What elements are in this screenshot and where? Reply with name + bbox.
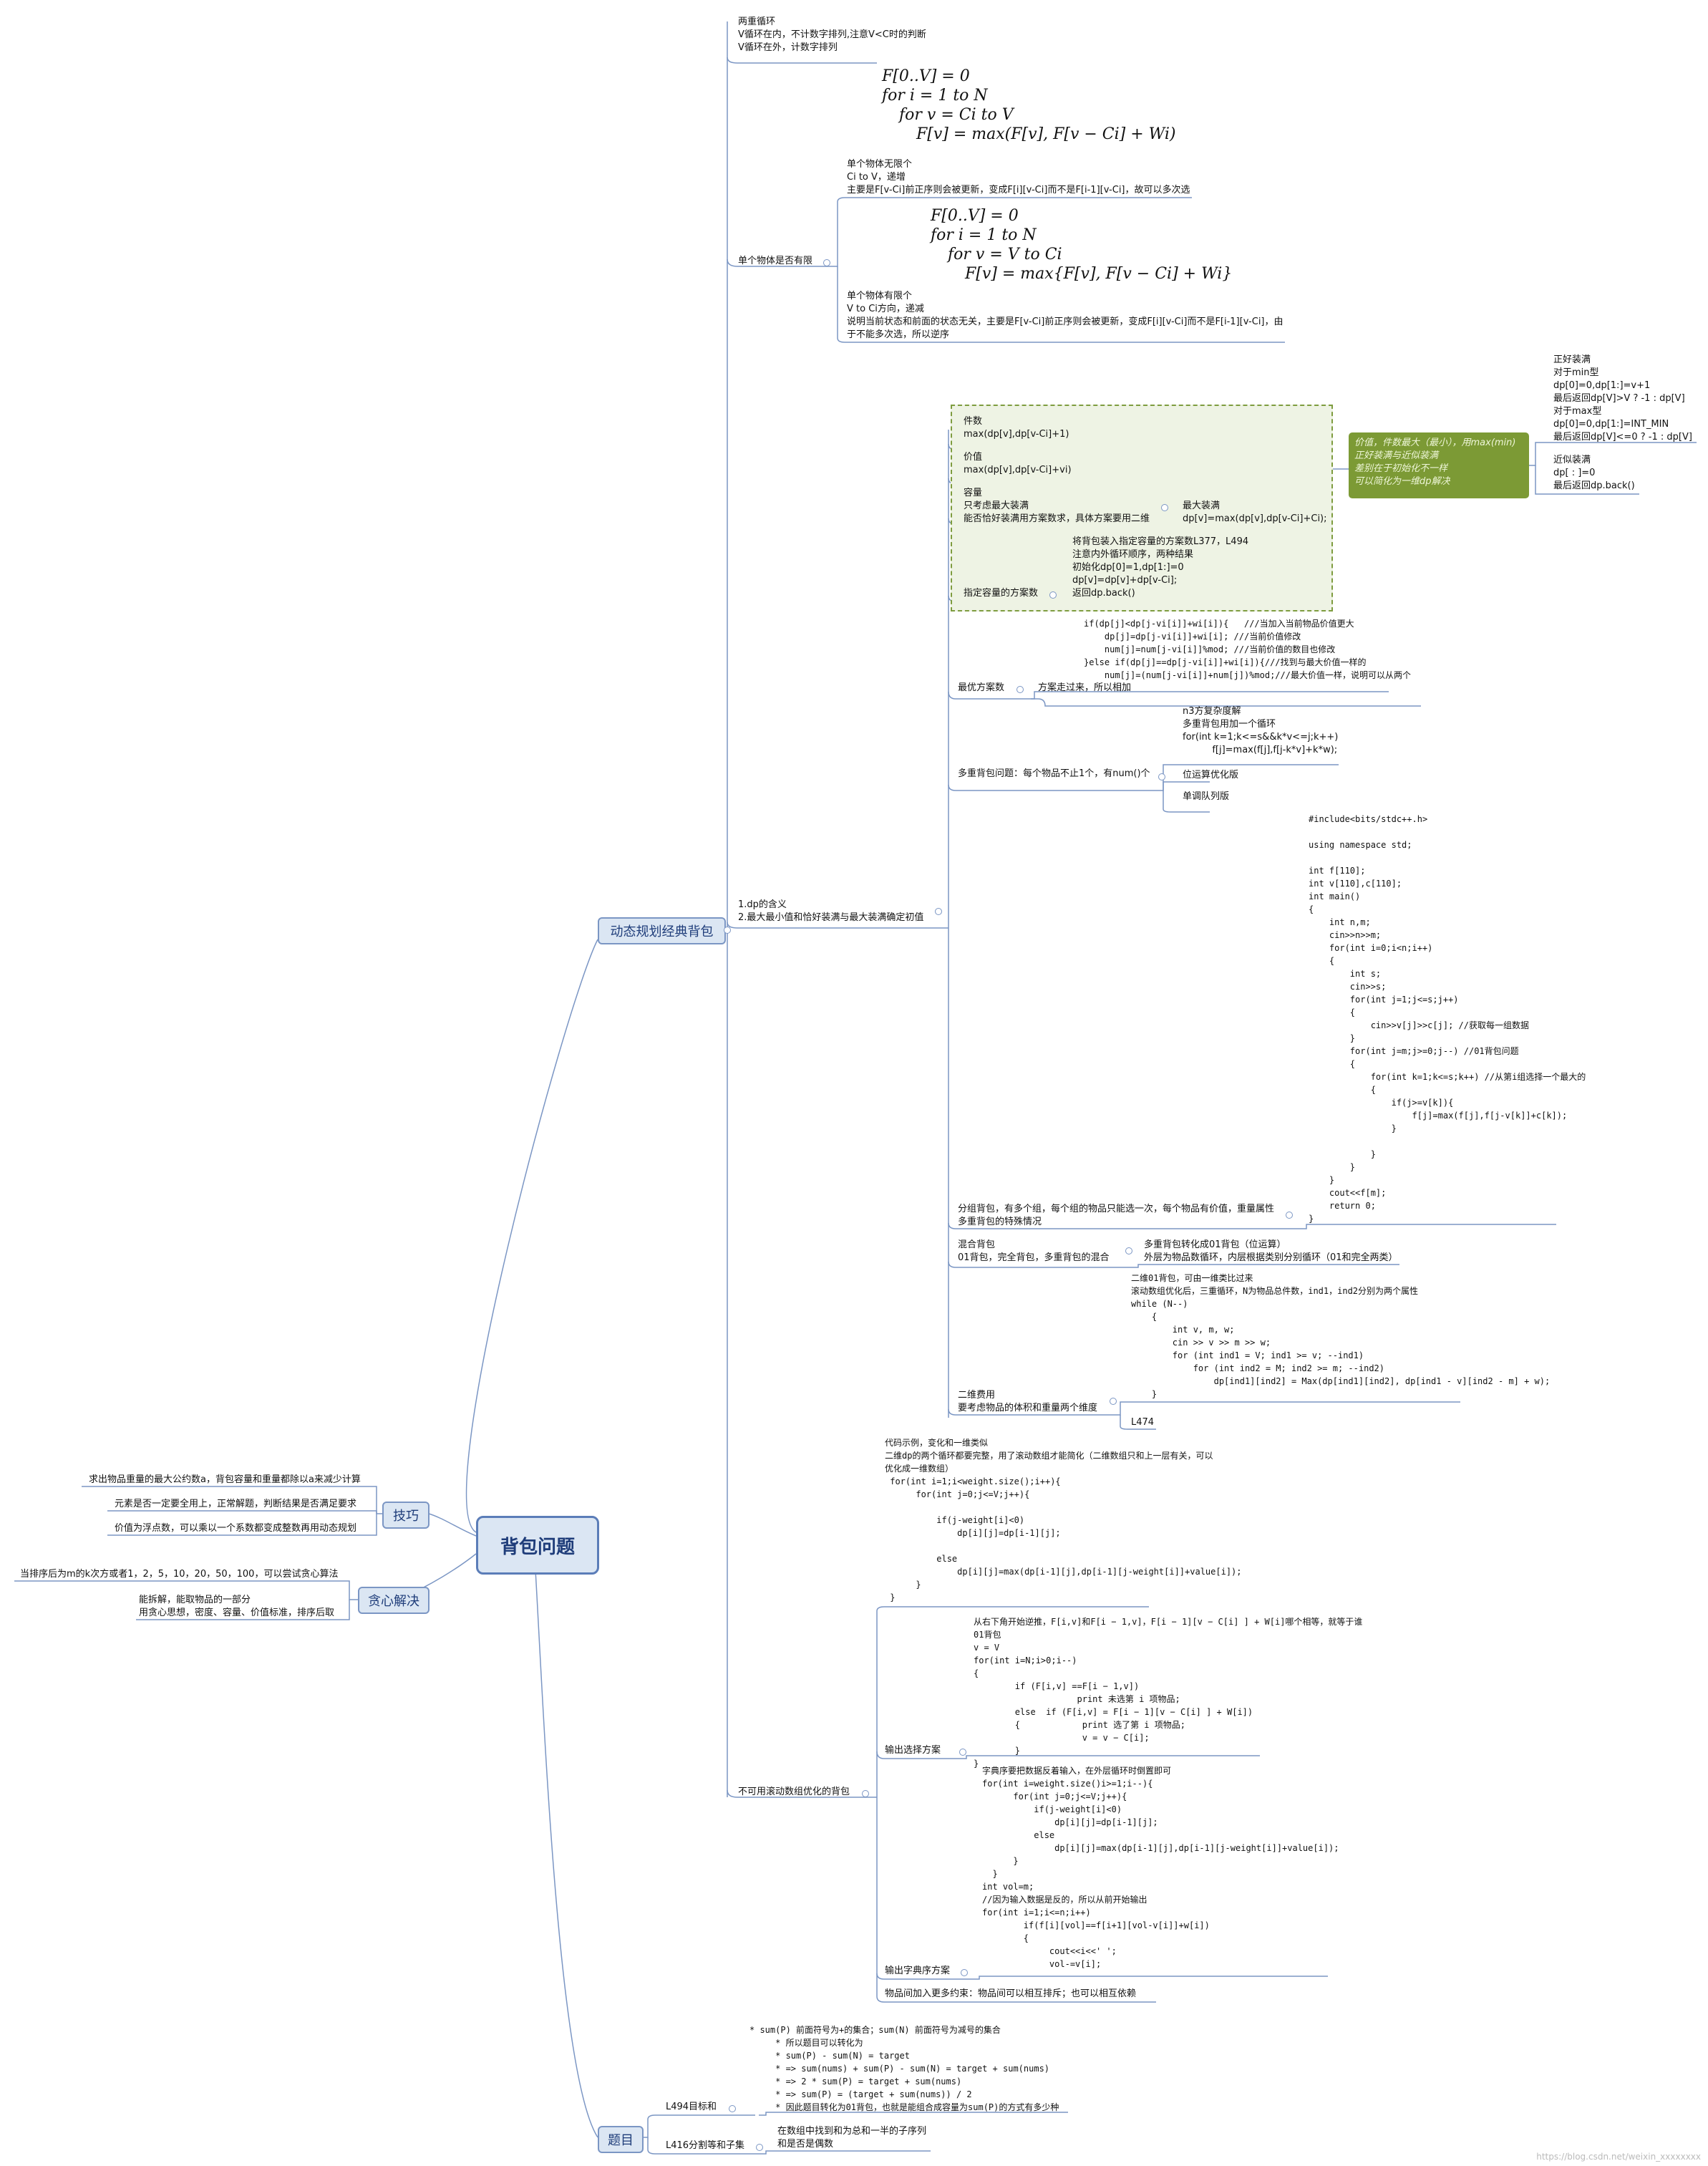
approx-fill-node[interactable]: 近似装满 dp[ : ]=0 最后返回dp.back() [1553, 455, 1635, 491]
topic-tips-label: 技巧 [393, 1509, 419, 1524]
collapse-toggle-best[interactable] [1016, 686, 1024, 693]
multi-node[interactable]: 多重背包问题：每个物品不止1个，有num()个 [958, 768, 1150, 779]
capacity-node[interactable]: 容量 只考虑最大装满 能否恰好装满用方案数求，具体方案要用二维 [964, 488, 1150, 524]
collapse-toggle-mixed[interactable] [1125, 1247, 1132, 1254]
topic-greedy-label: 贪心解决 [368, 1594, 419, 1609]
choice-node[interactable]: 输出选择方案 [885, 1745, 941, 1756]
zero-one-note[interactable]: 单个物体有限个 V to Ci方向，递减 说明当前状态和前面的状态无关，主要是F… [847, 291, 1284, 340]
dependency-node[interactable]: 物品间加入更多约束：物品间可以相互排斥；也可以相互依赖 [885, 1988, 1137, 1999]
collapse-toggle-group[interactable] [1286, 1212, 1293, 1219]
ways-code[interactable]: 将背包装入指定容量的方案数L377，L494 注意内外循环顺序，两种结果 初始化… [1072, 536, 1249, 599]
init-summary-node[interactable]: 价值，件数最大（最小），用max(min) 正好装满与近似装满 差别在于初始化不… [1349, 432, 1529, 498]
twod-node[interactable]: 二维费用 要考虑物品的体积和重量两个维度 [958, 1390, 1098, 1413]
exact-fill-node[interactable]: 正好装满 对于min型 dp[0]=0,dp[1:]=v+1 最后返回dp[V]… [1553, 354, 1692, 443]
topic-problems-label: 题目 [608, 2133, 634, 2148]
root-node[interactable]: 背包问题 [476, 1516, 599, 1575]
nonrolling-node[interactable]: 不可用滚动数组优化的背包 [738, 1787, 850, 1797]
topic-tips[interactable]: 技巧 [382, 1502, 430, 1529]
rolling-code[interactable]: 代码示例，变化和一维类似 二维dp的两个循环都要完整，用了滚动数组才能简化（二维… [885, 1438, 1242, 1602]
dp-meaning-node[interactable]: 1.dp的含义 2.最大最小值和恰好装满与最大装满确定初值 [738, 899, 924, 923]
collapse-toggle-meaning[interactable] [935, 908, 942, 915]
mixed-node[interactable]: 混合背包 01背包，完全背包，多重背包的混合 [958, 1239, 1110, 1263]
formula-unbounded: F[0..V] = 0 for i = 1 to N for v = Ci to… [882, 67, 1176, 143]
l416-node[interactable]: L416分割等和子集 [666, 2140, 745, 2151]
collapse-toggle-choice[interactable] [959, 1749, 966, 1756]
multi-code[interactable]: n3方复杂度解 多重背包用加一个循环 for(int k=1;k<=s&&k*v… [1183, 706, 1339, 755]
max-fill-node[interactable]: 最大装满 dp[v]=max(dp[v],dp[v-Ci]+Ci); [1183, 501, 1327, 524]
collapse-toggle-capacity[interactable] [1161, 504, 1168, 511]
tip-gcd[interactable]: 求出物品重量的最大公约数a，背包容量和重量都除以a来减少计算 [89, 1474, 361, 1485]
formula-zero-one: F[0..V] = 0 for i = 1 to N for v = V to … [931, 207, 1233, 283]
collapse-toggle-lex[interactable] [961, 1969, 968, 1976]
group-node[interactable]: 分组背包，有多个组，每个组的物品只能选一次，每个物品有价值，重量属性 多重背包的… [958, 1204, 1275, 1227]
group-code[interactable]: #include<bits/stdc++.h> using namespace … [1309, 814, 1586, 1224]
twod-ref[interactable]: L474 [1131, 1417, 1155, 1428]
best-count-code[interactable]: if(dp[j]<dp[j-vi[i]]+wi[i]){ ///当加入当前物品价… [1084, 619, 1411, 680]
topic-dp-label: 动态规划经典背包 [610, 924, 714, 939]
collapse-toggle-multi[interactable] [1158, 773, 1165, 780]
collapse-toggle-dp[interactable] [724, 927, 731, 934]
topic-dp-classic[interactable]: 动态规划经典背包 [598, 917, 726, 944]
finite-items-node[interactable]: 单个物体是否有限 [738, 256, 813, 266]
tip-use-all[interactable]: 元素是否一定要全用上，正常解题，判断结果是否满足要求 [115, 1499, 357, 1509]
l494-node[interactable]: L494目标和 [666, 2102, 717, 2112]
collapse-toggle-l494[interactable] [729, 2105, 736, 2112]
collapse-toggle-ways[interactable] [1049, 591, 1057, 599]
choice-code[interactable]: 从右下角开始逆推，F[i,v]和F[i − 1,v]，F[i − 1][v − … [974, 1617, 1363, 1769]
twod-code[interactable]: 二维01背包，可由一维类比过来 滚动数组优化后，三重循环，N为物品总件数，ind… [1131, 1273, 1551, 1399]
collapse-toggle-l416[interactable] [756, 2144, 763, 2151]
count-node[interactable]: 件数 max(dp[v],dp[v-Ci]+1) [964, 416, 1069, 440]
topic-problems[interactable]: 题目 [598, 2126, 644, 2153]
value-node[interactable]: 价值 max(dp[v],dp[v-Ci]+vi) [964, 452, 1072, 475]
topic-greedy[interactable]: 贪心解决 [358, 1587, 430, 1614]
root-label: 背包问题 [500, 1536, 575, 1558]
multi-bitwise[interactable]: 位运算优化版 [1183, 770, 1239, 780]
collapse-toggle-finite[interactable] [823, 259, 830, 266]
l416-note[interactable]: 在数组中找到和为总和一半的子序列 和是否是偶数 [777, 2126, 927, 2150]
best-count-node[interactable]: 最优方案数 [958, 682, 1005, 693]
ways-node[interactable]: 指定容量的方案数 [964, 588, 1039, 599]
greedy-coin-sequence[interactable]: 当排序后为m的k次方或者1，2，5，10，20，50，100，可以尝试贪心算法 [20, 1569, 339, 1580]
lex-code[interactable]: 字典序要把数据反着输入，在外层循环时倒置即可 for(int i=weight.… [982, 1766, 1339, 1969]
collapse-toggle-twod[interactable] [1110, 1398, 1117, 1405]
greedy-fractional[interactable]: 能拆解，能取物品的一部分 用贪心思想，密度、容量、价值标准，排序后取 [139, 1595, 335, 1618]
tip-float-value[interactable]: 价值为浮点数，可以乘以一个系数都变成整数再用动态规划 [115, 1523, 357, 1534]
unbounded-note[interactable]: 单个物体无限个 Ci to V，递增 主要是F[v-Ci]前正序则会被更新，变成… [847, 159, 1190, 195]
best-count-sub[interactable]: 方案走过来，所以相加 [1038, 682, 1132, 693]
lex-node[interactable]: 输出字典序方案 [885, 1966, 951, 1976]
l494-code[interactable]: * sum(P) 前面符号为+的集合；sum(N) 前面符号为减号的集合 * 所… [749, 2025, 1059, 2112]
collapse-toggle-nonrolling[interactable] [862, 1790, 869, 1797]
boundary-box [951, 405, 1333, 611]
watermark: https://blog.csdn.net/weixin_xxxxxxxx [1536, 2152, 1701, 2162]
loop-order-note[interactable]: 两重循环 V循环在内，不计数字排列,注意V<C时的判断 V循环在外，计数字排列 [738, 16, 926, 53]
mixed-note[interactable]: 多重背包转化成01背包（位运算） 外层为物品数循环，内层根据类别分别循环（01和… [1144, 1239, 1398, 1263]
multi-monoqueue[interactable]: 单调队列版 [1183, 791, 1230, 802]
